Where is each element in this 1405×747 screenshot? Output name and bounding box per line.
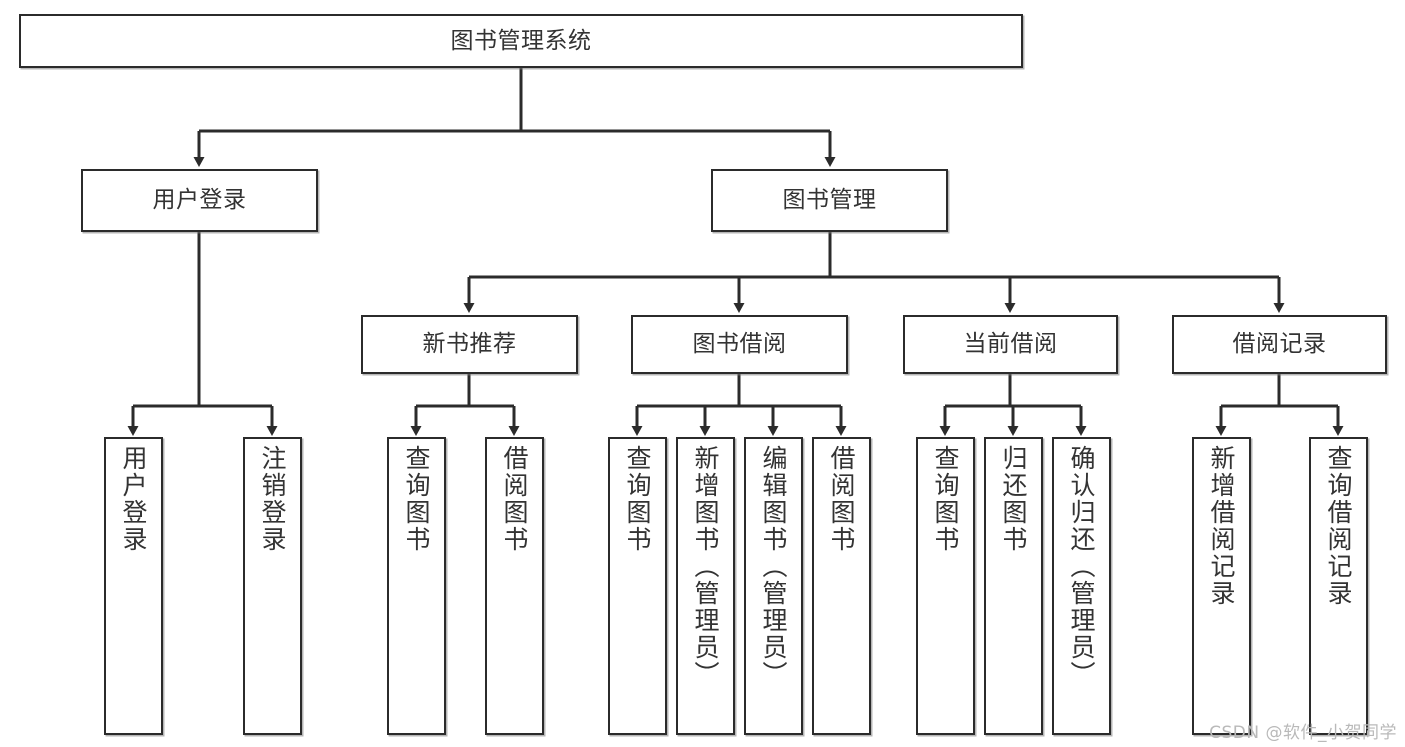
node-borrow-record-label: 借阅记录 [1232,331,1327,358]
node-leaf-confirm-return[interactable]: 确认归还（管理员） [1052,437,1111,735]
node-new-book-rec-label: 新书推荐 [422,331,517,358]
node-leaf-return-book[interactable]: 归还图书 [984,437,1043,735]
node-leaf-query-book-1-label: 查询图书 [402,445,431,553]
node-current-borrow[interactable]: 当前借阅 [903,315,1118,374]
node-new-book-rec[interactable]: 新书推荐 [361,315,578,374]
node-leaf-edit-book[interactable]: 编辑图书（管理员） [744,437,803,735]
node-leaf-query-book-2-label: 查询图书 [623,445,652,553]
node-leaf-query-book-3[interactable]: 查询图书 [916,437,975,735]
node-user-login[interactable]: 用户登录 [81,169,318,232]
node-book-borrow[interactable]: 图书借阅 [631,315,848,374]
node-leaf-borrow-book-2[interactable]: 借阅图书 [812,437,871,735]
node-leaf-query-book-2[interactable]: 查询图书 [608,437,667,735]
csdn-watermark: CSDN @软件_小贺同学 [1209,723,1397,743]
node-leaf-user-login-label: 用户登录 [119,445,148,553]
node-user-login-label: 用户登录 [152,187,247,214]
node-borrow-record[interactable]: 借阅记录 [1172,315,1387,374]
node-leaf-borrow-book-2-label: 借阅图书 [827,445,856,553]
node-leaf-edit-book-label: 编辑图书（管理员） [759,445,788,688]
node-leaf-confirm-return-label: 确认归还（管理员） [1067,445,1096,688]
node-book-manage[interactable]: 图书管理 [711,169,948,232]
node-leaf-query-book-3-label: 查询图书 [931,445,960,553]
node-leaf-add-record-label: 新增借阅记录 [1207,445,1236,607]
node-root-label: 图书管理系统 [450,27,592,54]
node-leaf-query-record[interactable]: 查询借阅记录 [1309,437,1368,735]
node-leaf-add-book[interactable]: 新增图书（管理员） [676,437,735,735]
node-book-manage-label: 图书管理 [782,187,877,214]
node-root[interactable]: 图书管理系统 [19,14,1023,68]
node-current-borrow-label: 当前借阅 [963,331,1058,358]
node-leaf-logout-label: 注销登录 [258,445,287,553]
node-leaf-add-book-label: 新增图书（管理员） [691,445,720,688]
node-leaf-query-record-label: 查询借阅记录 [1324,445,1353,607]
node-leaf-borrow-book-1[interactable]: 借阅图书 [485,437,544,735]
node-leaf-borrow-book-1-label: 借阅图书 [500,445,529,553]
node-book-borrow-label: 图书借阅 [692,331,787,358]
node-leaf-query-book-1[interactable]: 查询图书 [387,437,446,735]
node-leaf-return-book-label: 归还图书 [999,445,1028,553]
node-leaf-user-login[interactable]: 用户登录 [104,437,163,735]
node-leaf-add-record[interactable]: 新增借阅记录 [1192,437,1251,735]
node-leaf-logout[interactable]: 注销登录 [243,437,302,735]
